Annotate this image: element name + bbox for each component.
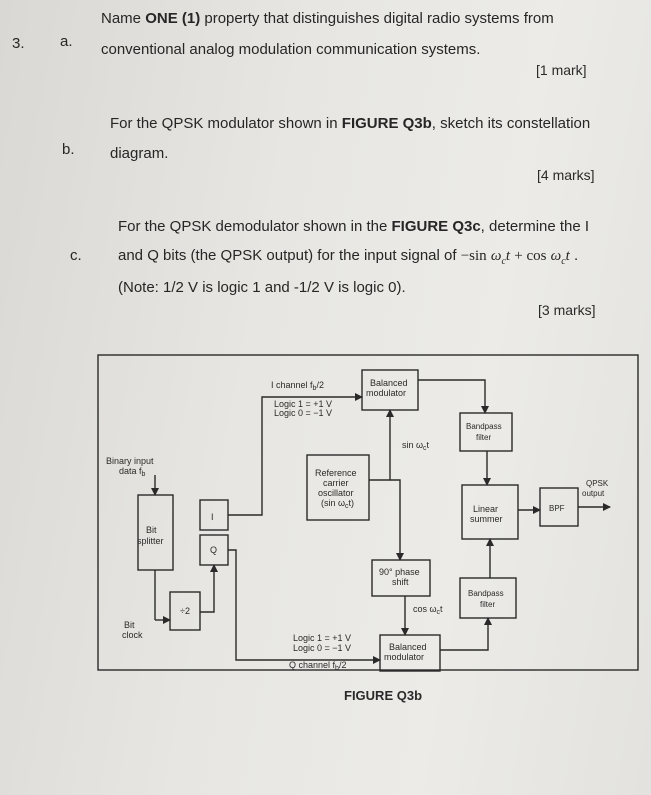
divide-by-2-block	[169, 591, 201, 631]
bandpass-top-label-2: filter	[476, 433, 491, 442]
binary-input-label: Binary input	[106, 456, 154, 466]
bit-splitter-label-1: Bit	[146, 525, 157, 535]
i-channel-label: I channel fb/2	[271, 380, 324, 392]
binary-data-label: data fb	[119, 466, 146, 478]
bandpass-bottom-label-1: Bandpass	[468, 589, 504, 598]
part-b-marks: [4 marks]	[537, 167, 595, 183]
part-c-text: For the QPSK demodulator shown in the FI…	[118, 218, 590, 296]
q-logic0-label: Logic 0 = −1 V	[293, 643, 351, 653]
bandpass-filter-bottom-block	[459, 577, 517, 619]
input-signal-expression: −sin ωct + cos ωct .	[460, 247, 579, 268]
balanced-modulator-bottom-label-2: modulator	[384, 652, 424, 662]
sin-wct-label: sin ωct	[402, 440, 430, 452]
balanced-modulator-bottom-block	[379, 634, 441, 672]
q-latch-label: Q	[210, 545, 217, 555]
figure-caption: FIGURE Q3b	[344, 688, 422, 703]
part-b-label: b.	[62, 141, 75, 158]
part-b-text: For the QPSK modulator shown in FIGURE Q…	[110, 115, 591, 163]
balanced-modulator-bottom-label-1: Balanced	[389, 642, 427, 652]
cos-wct-label: cos ωct	[413, 604, 443, 616]
summer-label-2: summer	[470, 514, 503, 524]
question-number: 3.	[12, 35, 25, 52]
reference-label-2: carrier	[323, 478, 349, 488]
part-a-marks: [1 mark]	[536, 62, 587, 78]
part-a-label: a.	[60, 33, 73, 50]
balanced-modulator-top-label-1: Balanced	[370, 378, 408, 388]
i-logic1-label: Logic 1 = +1 V	[274, 399, 332, 409]
part-a-text: Name ONE (1) property that distinguishes…	[101, 10, 554, 59]
bandpass-top-label-1: Bandpass	[466, 422, 502, 431]
q-channel-label: Q channel fb/2	[289, 660, 346, 672]
i-latch-label: I	[211, 512, 214, 522]
reference-label-1: Reference	[315, 468, 357, 478]
reference-label-3: oscillator	[318, 488, 354, 498]
reference-oscillator-block	[306, 454, 370, 521]
reference-label-4: (sin ωct)	[321, 498, 354, 510]
divide-by-2-label: ÷2	[180, 606, 190, 616]
bpf-label: BPF	[549, 504, 565, 513]
summer-label-1: Linear	[473, 504, 498, 514]
i-logic0-label: Logic 0 = −1 V	[274, 408, 332, 418]
phase-shift-label-2: shift	[392, 577, 409, 587]
bit-splitter-label-2: splitter	[137, 536, 164, 546]
q-logic1-label: Logic 1 = +1 V	[293, 633, 351, 643]
bit-clock-label-1: Bit	[124, 620, 135, 630]
i-latch-block	[199, 499, 229, 531]
balanced-modulator-top-label-2: modulator	[366, 388, 406, 398]
bit-clock-label-2: clock	[122, 630, 143, 640]
bandpass-bottom-label-2: filter	[480, 600, 495, 609]
diagram-frame	[97, 354, 639, 671]
qpsk-output-label-1: QPSK	[586, 479, 609, 488]
phase-shift-label-1: 90° phase	[379, 567, 420, 577]
bandpass-filter-top-block	[459, 412, 513, 452]
qpsk-output-label-2: output	[582, 489, 605, 498]
part-c-label: c.	[70, 247, 82, 264]
part-c-marks: [3 marks]	[538, 302, 596, 318]
